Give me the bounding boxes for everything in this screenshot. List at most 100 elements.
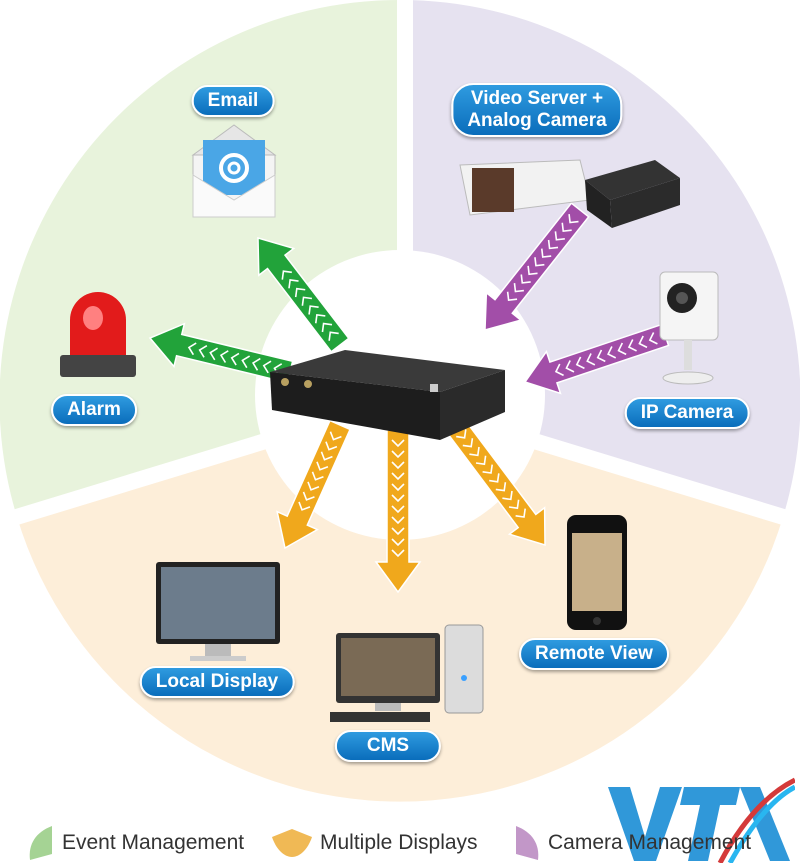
arrow-chevron bbox=[391, 439, 405, 448]
arrow-chevron bbox=[508, 499, 520, 510]
camera-arrow-video-server bbox=[484, 202, 590, 331]
arrow-chevron bbox=[219, 350, 229, 363]
arrow-chevron bbox=[301, 296, 313, 306]
arrow-chevron bbox=[568, 214, 579, 224]
arrow-chevron bbox=[241, 355, 251, 369]
event-management-swatch-icon bbox=[29, 826, 52, 860]
legend-multiple-displays: Multiple Displays bbox=[272, 826, 478, 860]
arrow-chevron bbox=[288, 279, 299, 289]
legend-label: Event Management bbox=[62, 831, 245, 854]
legend-camera-management: Camera Management bbox=[514, 826, 751, 860]
legend-event-management: Event Management bbox=[28, 826, 244, 860]
arrow-chevron bbox=[325, 441, 338, 451]
arrow-chevron bbox=[513, 283, 524, 293]
arrow-chevron bbox=[187, 342, 197, 356]
arrow-chevron bbox=[230, 352, 240, 366]
video-server-label-line2: Analog Camera bbox=[467, 110, 607, 131]
arrow-chevron bbox=[506, 291, 518, 302]
arrow-chevron bbox=[391, 472, 405, 481]
arrow-chevron bbox=[391, 549, 405, 558]
multiple-displays-sector bbox=[17, 400, 783, 802]
arrow-chevron bbox=[489, 473, 500, 483]
ip-camera-label: IP Camera bbox=[624, 397, 750, 429]
arrow-chevron bbox=[482, 464, 493, 474]
arrow-shape bbox=[523, 323, 670, 395]
arrow-chevron bbox=[391, 494, 405, 503]
arrow-chevron bbox=[391, 450, 405, 459]
arrow-chevron bbox=[515, 508, 526, 518]
display-arrow-local bbox=[276, 419, 352, 550]
arrow-shape bbox=[484, 202, 590, 331]
multiple-displays-swatch-icon bbox=[272, 829, 312, 857]
email-envelope-icon bbox=[191, 124, 277, 218]
smartphone-icon bbox=[567, 515, 627, 630]
display-arrow-cms bbox=[374, 429, 422, 594]
arrow-chevron bbox=[520, 274, 531, 284]
arrow-chevron bbox=[321, 322, 333, 333]
remote-view-label: Remote View bbox=[519, 638, 669, 670]
arrow-chevron bbox=[469, 446, 480, 457]
alarm-label: Alarm bbox=[51, 394, 137, 426]
arrow-chevron bbox=[554, 363, 564, 377]
arrow-chevron bbox=[308, 305, 319, 315]
arrow-chevron bbox=[596, 349, 606, 363]
arrow-chevron bbox=[391, 483, 405, 492]
arrow-chevron bbox=[307, 481, 320, 491]
arrow-chevron bbox=[391, 527, 405, 536]
camera-management-swatch-icon bbox=[516, 826, 539, 860]
video-server-analog-camera-label: Video Server + Analog Camera bbox=[451, 83, 623, 137]
arrow-chevron bbox=[262, 360, 272, 374]
arrow-chevron bbox=[294, 287, 306, 298]
arrow-chevron bbox=[502, 490, 513, 501]
arrow-chevron bbox=[298, 501, 311, 511]
arrow-chevron bbox=[475, 455, 487, 466]
arrows-group bbox=[148, 202, 670, 594]
arrow-chevron bbox=[462, 438, 474, 448]
arrow-chevron bbox=[627, 339, 637, 352]
arrow-chevron bbox=[328, 331, 339, 341]
vtx-logo bbox=[608, 777, 795, 863]
arrow-chevron bbox=[391, 505, 405, 514]
event-arrow-email bbox=[257, 236, 350, 353]
arrow-chevron bbox=[198, 344, 208, 358]
arrow-chevron bbox=[638, 335, 648, 349]
arrow-chevron bbox=[495, 482, 507, 492]
arrow-chevron bbox=[302, 491, 315, 501]
arrow-chevron bbox=[456, 429, 467, 439]
display-arrow-remote bbox=[445, 417, 546, 547]
analog-camera-icon bbox=[459, 159, 591, 216]
arrow-chevron bbox=[561, 222, 572, 233]
arrow-chevron bbox=[617, 342, 627, 356]
video-server-icon bbox=[585, 160, 680, 228]
nvr-device-icon bbox=[270, 350, 505, 440]
arrow-chevron bbox=[391, 538, 405, 547]
video-server-label-line1: Video Server + bbox=[470, 88, 604, 109]
arrow-chevron bbox=[607, 346, 617, 359]
arrow-chevron bbox=[391, 516, 405, 525]
arrow-chevron bbox=[527, 265, 538, 276]
arrow-chevron bbox=[565, 360, 575, 373]
alarm-siren-icon bbox=[60, 292, 136, 377]
arrow-chevron bbox=[311, 471, 324, 481]
arrow-chevron bbox=[586, 353, 596, 366]
cms-computer-icon bbox=[330, 624, 484, 722]
arrow-chevron bbox=[534, 257, 545, 267]
legend-label: Multiple Displays bbox=[320, 831, 478, 854]
arrow-chevron bbox=[251, 357, 261, 371]
local-display-label: Local Display bbox=[139, 666, 295, 698]
arrow-chevron bbox=[314, 313, 326, 324]
arrow-chevron bbox=[320, 451, 333, 461]
arrow-chevron bbox=[575, 356, 585, 370]
local-display-monitor-icon bbox=[156, 562, 280, 661]
camera-arrow-ip-camera bbox=[523, 323, 670, 395]
arrow-chevron bbox=[316, 461, 329, 471]
legend-label: Camera Management bbox=[548, 831, 752, 854]
email-label: Email bbox=[191, 85, 275, 117]
arrow-chevron bbox=[281, 270, 292, 280]
arrow-chevron bbox=[547, 239, 559, 250]
arrow-chevron bbox=[554, 231, 565, 241]
cms-label: CMS bbox=[334, 730, 442, 762]
arrow-shape bbox=[276, 419, 352, 550]
arrow-chevron bbox=[209, 347, 218, 361]
